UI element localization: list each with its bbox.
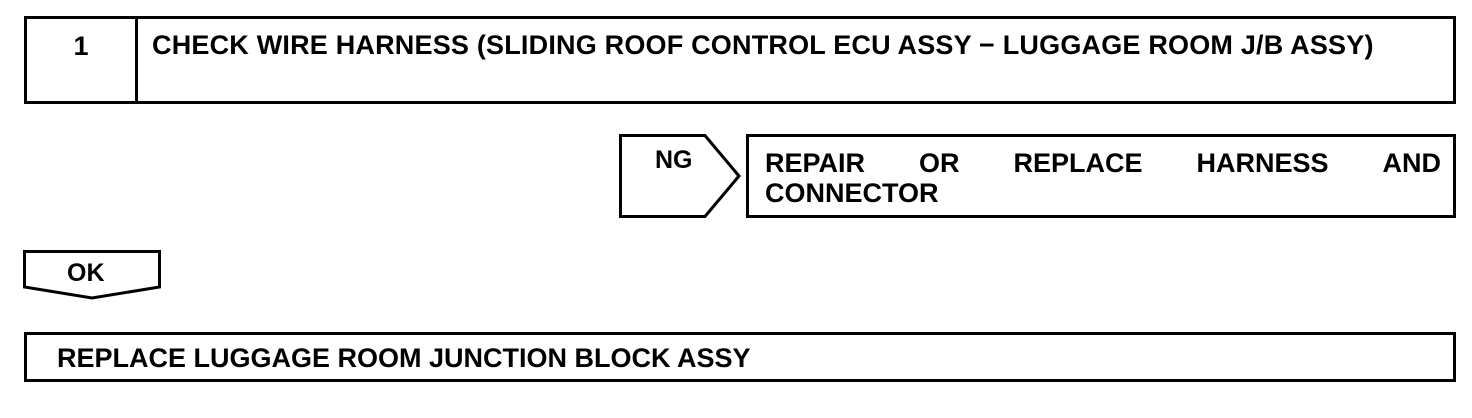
ng-word: REPLACE [1013,148,1143,178]
ok-label: OK [67,259,105,287]
ng-arrow-shape [619,134,741,218]
ng-word: OR [919,148,960,178]
ng-result-box: REPAIR OR REPLACE HARNESS AND CONNECTOR [746,134,1456,218]
step-box: 1 CHECK WIRE HARNESS (SLIDING ROOF CONTR… [24,16,1456,104]
ng-result-line1: REPAIR OR REPLACE HARNESS AND [765,148,1441,178]
ng-word: HARNESS [1196,148,1329,178]
final-action-box: REPLACE LUGGAGE ROOM JUNCTION BLOCK ASSY [24,332,1456,382]
ng-result-line2: CONNECTOR [765,178,939,208]
ng-label: NG [655,146,693,174]
ng-word: AND [1382,148,1442,178]
final-action-text: REPLACE LUGGAGE ROOM JUNCTION BLOCK ASSY [57,343,751,373]
step-title: CHECK WIRE HARNESS (SLIDING ROOF CONTROL… [152,30,1374,60]
ng-word: REPAIR [765,148,866,178]
step-number: 1 [27,19,138,101]
ng-result-text: REPAIR OR REPLACE HARNESS AND CONNECTOR [765,148,1441,208]
ok-arrow-shape [23,250,161,300]
